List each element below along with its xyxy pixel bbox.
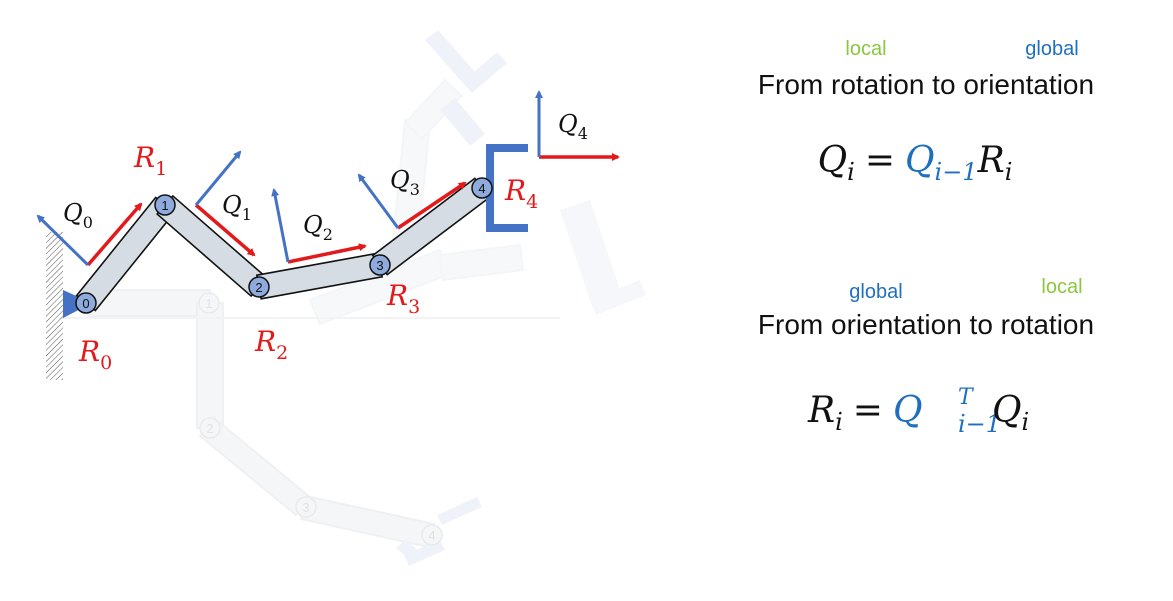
ghost-arm-configurations: 1 2 3 4	[60, 30, 646, 566]
section-orientation-to-rotation: global local From orientation to rotatio…	[758, 276, 1094, 438]
tag-local-2: local	[1041, 276, 1082, 298]
svg-text:Qi: Qi	[992, 390, 1029, 436]
svg-text:Ri=Q: Ri=Q	[807, 390, 922, 436]
joint-circle-3	[369, 254, 391, 276]
svg-text:i−1: i−1	[958, 410, 1001, 438]
ghost-gripper-upper	[425, 30, 507, 146]
rotation-labels: R0 R1 R2 R3 R4	[78, 141, 538, 374]
joint-label-4: 4	[478, 181, 485, 196]
ghost-arm-lower	[87, 289, 436, 549]
ghost-joint-circle-3	[421, 524, 443, 546]
frame-arrow-3	[357, 173, 400, 229]
rotation-label-r4: R4	[504, 174, 538, 213]
ghost-gripper-lower	[396, 497, 482, 566]
rotation-arrow-0	[86, 202, 143, 267]
joint-markers: 0 1 2 3 4	[75, 177, 493, 314]
frame-arrow-1	[194, 150, 242, 206]
joint-label-2: 2	[255, 280, 262, 295]
rotation-arrow-2	[287, 243, 367, 264]
frame-labels: Q0 Q1 Q2 Q3 Q4	[63, 110, 588, 244]
ghost-joint-circle-0	[198, 292, 220, 314]
section-rotation-to-orientation: local global From rotation to orientatio…	[758, 38, 1094, 186]
rotation-arrows	[86, 153, 620, 267]
frame-label-q1: Q1	[222, 191, 252, 224]
tag-global-1: global	[1025, 38, 1078, 60]
section-title-1: From rotation to orientation	[758, 69, 1094, 100]
ghost-gripper-right	[560, 200, 646, 315]
rotation-arrow-3	[397, 181, 467, 230]
joint-label-3: 3	[376, 258, 383, 273]
ghost-joint-markers: 1 2 3 4	[198, 292, 443, 546]
formula-1: Qi=Qi−1Ri	[818, 140, 1013, 186]
rotation-arrow-1	[194, 203, 256, 257]
formula-2: Ri=Q T i−1 Qi	[807, 385, 1029, 438]
frame-label-q0: Q0	[63, 199, 93, 232]
frame-label-q3: Q3	[390, 166, 420, 199]
arm-links	[75, 177, 491, 312]
ghost-joint-label-3: 4	[428, 528, 435, 543]
tag-local-1: local	[845, 38, 886, 60]
frame-label-q2: Q2	[303, 211, 333, 244]
ghost-joint-label-0: 1	[205, 296, 212, 311]
frame-arrow-2	[271, 188, 290, 263]
joint-label-0: 0	[82, 296, 89, 311]
joint-circle-2	[248, 276, 270, 298]
svg-text:T: T	[958, 385, 975, 410]
section-title-2: From orientation to rotation	[758, 309, 1094, 340]
rotation-label-r2: R2	[254, 325, 288, 364]
ghost-joint-circle-1	[199, 417, 221, 439]
ghost-joint-label-2: 3	[302, 500, 309, 515]
joint-label-1: 1	[161, 198, 168, 213]
joint-circle-4	[471, 177, 493, 199]
frame-label-q4: Q4	[558, 110, 588, 143]
rotation-label-r3: R3	[386, 279, 420, 318]
wall	[46, 232, 63, 380]
ghost-joint-label-1: 2	[206, 421, 213, 436]
frame-arrows	[36, 90, 543, 267]
tag-global-2: global	[849, 281, 902, 303]
rotation-label-r1: R1	[133, 141, 167, 180]
ghost-joint-circle-2	[295, 496, 317, 518]
joint-circle-0	[75, 292, 97, 314]
joint-circle-1	[154, 194, 176, 216]
frame-arrow-0	[36, 214, 90, 267]
rotation-label-r0: R0	[78, 335, 112, 374]
